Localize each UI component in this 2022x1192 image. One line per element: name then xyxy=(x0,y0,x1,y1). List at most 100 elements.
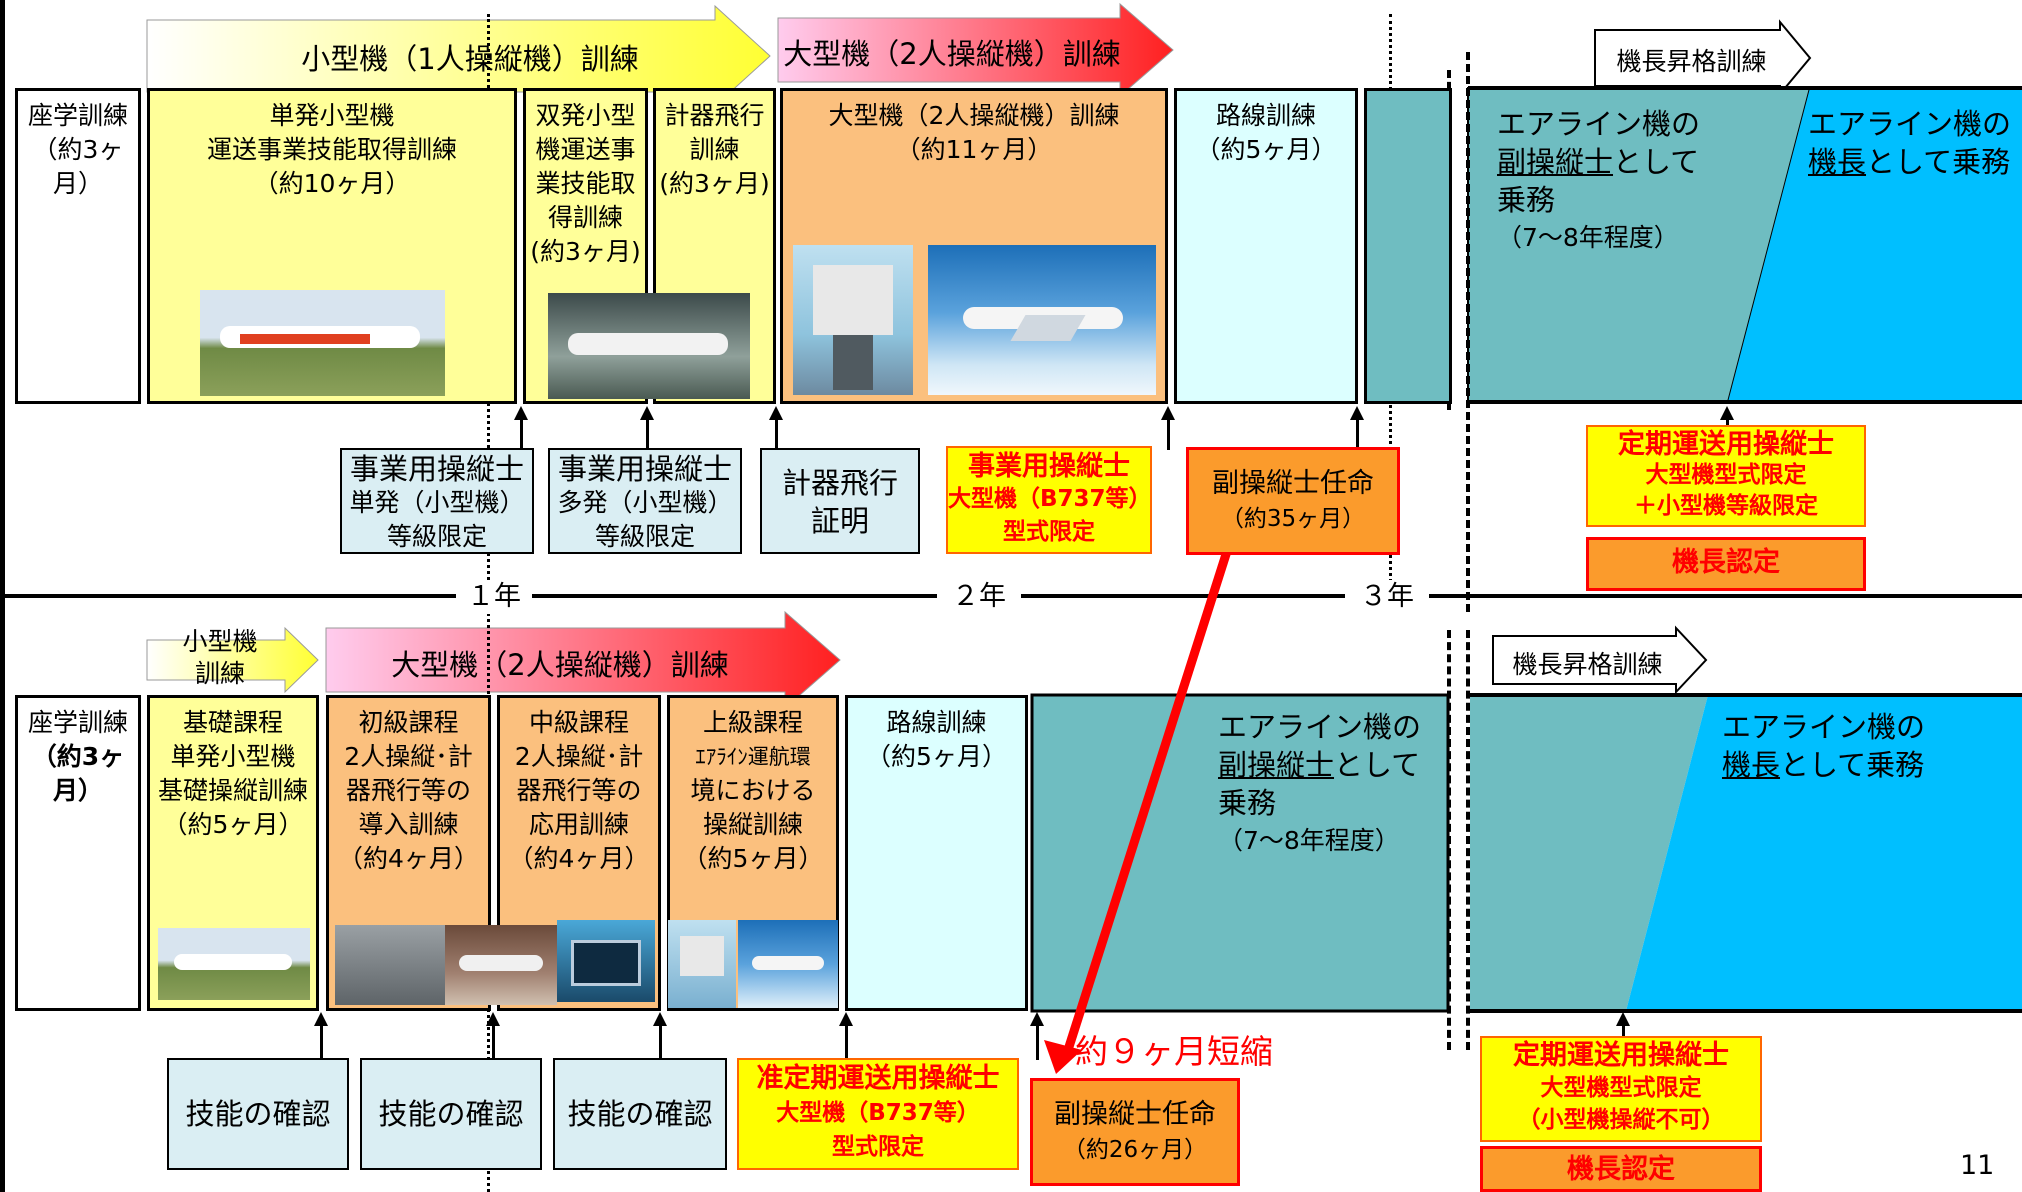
cut-line-mid xyxy=(1466,52,1470,612)
copilot-l3: 乗務 xyxy=(1497,183,1556,217)
cert1-l2: 単発（小型機） xyxy=(349,488,525,517)
route-l1: 路線訓練 xyxy=(1215,101,1316,130)
copilot-area-bottom-right xyxy=(1470,695,1708,1011)
appoint-b-l2: （約26ヶ月） xyxy=(1062,1137,1208,1163)
cert3-l1: 計器飛行 xyxy=(781,466,898,500)
route-b-l1: 路線訓練 xyxy=(886,708,987,737)
cert4-l2: 大型機（B737等） xyxy=(948,486,1152,512)
intermediate-l5: （約4ヶ月） xyxy=(508,844,650,873)
cert2-l3: 等級限定 xyxy=(594,522,695,551)
copilot-l2: 副操縦士として xyxy=(1497,143,1700,181)
twin-l4: 得訓練 xyxy=(547,203,623,232)
zagaku-training-top: 座学訓練 （約3ヶ月） xyxy=(15,88,141,404)
cert2-l1: 事業用操縦士 xyxy=(557,452,732,486)
twin-engine-plane-photo xyxy=(548,293,750,399)
skill-check-2: 技能の確認 xyxy=(360,1058,542,1170)
copilot-b-role-underlined: 副操縦士 xyxy=(1218,748,1335,782)
zagaku-b-l3: 月） xyxy=(52,776,103,805)
instrument-l2: 訓練 xyxy=(689,135,740,164)
copilot-b-l3: 乗務 xyxy=(1218,786,1277,820)
skill-check-1: 技能の確認 xyxy=(167,1058,349,1170)
cert-atpl-bottom: 定期運送用操縦士 大型機型式限定 （小型機操縦不可） xyxy=(1480,1036,1762,1142)
mpl-l3: 型式限定 xyxy=(832,1134,924,1160)
cert4-l3: 型式限定 xyxy=(1003,519,1095,545)
copilot-duty-bottom: エアライン機の 副操縦士として 乗務 （7～8年程度） xyxy=(1218,708,1421,860)
cert-commercial-multi: 事業用操縦士 多発（小型機） 等級限定 xyxy=(548,448,742,554)
copilot-l1: エアライン機の xyxy=(1497,107,1701,141)
mpl-l2: 大型機（B737等） xyxy=(776,1100,980,1126)
appoint-b-l1: 副操縦士任命 xyxy=(1054,1099,1216,1130)
copilot-area-top-left xyxy=(1364,88,1452,404)
captain-duty-top: エアライン機の 機長として乗務 xyxy=(1808,105,2011,181)
beginner-l1: 初級課程 xyxy=(358,708,459,737)
cert4-l1: 事業用操縦士 xyxy=(968,451,1130,482)
milestone-arrow xyxy=(1350,406,1364,420)
captain-b-role-underlined: 機長 xyxy=(1722,748,1781,782)
page-number: 11 xyxy=(1960,1150,1995,1181)
copilot-appointment-bottom: 副操縦士任命 （約26ヶ月） xyxy=(1030,1078,1240,1186)
route-training-bottom: 路線訓練 （約5ヶ月） xyxy=(845,695,1028,1011)
milestone-arrow xyxy=(839,1012,853,1026)
arrow-small-label: 小型機（1人操縦機）訓練 xyxy=(301,42,639,76)
single-l1: 単発小型機 xyxy=(269,101,395,130)
copilot-l2-suffix: として xyxy=(1613,145,1700,179)
advanced-l3: 境における xyxy=(690,776,816,805)
appoint-l1: 副操縦士任命 xyxy=(1212,468,1374,499)
atpl-b-l2: 大型機型式限定 xyxy=(1540,1075,1702,1101)
instrument-l3: (約3ヶ月) xyxy=(659,169,770,198)
reduction-label: 約９ヶ月短縮 xyxy=(1075,1032,1273,1071)
milestone-arrow xyxy=(769,406,783,420)
arrow-large-training-bottom xyxy=(325,610,841,710)
zagaku-l2: （約3ヶ月） xyxy=(32,135,124,198)
airliner-photo-small xyxy=(738,920,838,1008)
beginner-l4: 導入訓練 xyxy=(358,810,459,839)
atpl-b-l1: 定期運送用操縦士 xyxy=(1513,1040,1729,1071)
cert-mpl: 准定期運送用操縦士 大型機（B737等） 型式限定 xyxy=(737,1058,1019,1170)
copilot-b-l2: 副操縦士として xyxy=(1218,746,1421,784)
beginner-l5: （約4ヶ月） xyxy=(338,844,479,873)
cert1-l3: 等級限定 xyxy=(386,522,487,551)
cut-line-bottom-2 xyxy=(1466,630,1470,1050)
arrow-large-bottom-label: 大型機（2人操縦機）訓練 xyxy=(391,648,729,682)
intermediate-l1: 中級課程 xyxy=(528,708,629,737)
large-l1: 大型機（2人操縦機）訓練 xyxy=(828,101,1120,130)
captain-duty-bottom: エアライン機の 機長として乗務 xyxy=(1722,708,1925,784)
captain-area-top xyxy=(1728,88,2022,402)
milestone-arrow xyxy=(1720,406,1734,420)
jet-trainer-photo xyxy=(445,925,557,1005)
arrow-small-training-bottom xyxy=(146,626,319,694)
year-label-1: １年 xyxy=(456,580,532,614)
arrow-large-plane-training xyxy=(777,2,1174,98)
intermediate-l2: 2人操縦･計 xyxy=(514,742,644,771)
route-training-top: 路線訓練 （約5ヶ月） xyxy=(1174,88,1358,404)
cert1-l1: 事業用操縦士 xyxy=(349,452,524,486)
route-b-l2: （約5ヶ月） xyxy=(866,742,1007,771)
appoint-l2: （約35ヶ月） xyxy=(1220,506,1366,532)
single-l3: （約10ヶ月） xyxy=(253,169,411,198)
flight-simulator-photo xyxy=(793,245,913,395)
captain-b-l1: エアライン機の xyxy=(1722,710,1926,744)
copilot-b-l1: エアライン機の xyxy=(1218,710,1422,744)
twin-l1: 双発小型 xyxy=(535,101,636,130)
intermediate-l4: 応用訓練 xyxy=(528,810,629,839)
arrow-upgrade-training-bottom xyxy=(1492,625,1708,695)
milestone-arrow xyxy=(640,406,654,420)
upgrade-training-label-bottom: 機長昇格訓練 xyxy=(1512,650,1663,679)
zagaku-b-l2: （約3ヶ xyxy=(31,742,125,771)
single-engine-plane-photo xyxy=(200,290,445,396)
skill-check-3: 技能の確認 xyxy=(553,1058,727,1170)
basic-l4: （約5ヶ月） xyxy=(162,810,304,839)
cert2-l2: 多発（小型機） xyxy=(557,488,733,517)
advanced-l5: （約5ヶ月） xyxy=(682,844,824,873)
copilot-role-underlined: 副操縦士 xyxy=(1497,145,1614,179)
copilot-l4: （7～8年程度） xyxy=(1497,223,1679,252)
intermediate-l3: 器飛行等の xyxy=(516,776,642,805)
upgrade-training-label-top: 機長昇格訓練 xyxy=(1616,47,1767,76)
basic-l3: 基礎操縦訓練 xyxy=(157,776,308,805)
advanced-l1: 上級課程 xyxy=(702,708,803,737)
airliner-photo xyxy=(928,245,1156,395)
left-frame-line xyxy=(0,0,5,1192)
advanced-l4: 操縦訓練 xyxy=(702,810,803,839)
atpl-l2: 大型機型式限定 xyxy=(1645,462,1807,488)
